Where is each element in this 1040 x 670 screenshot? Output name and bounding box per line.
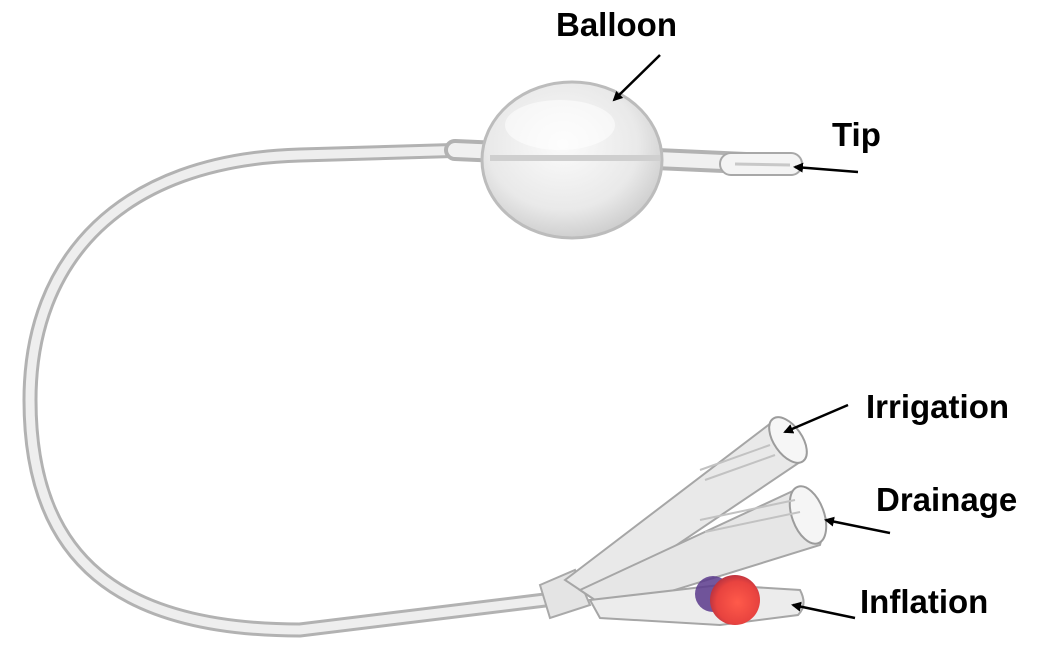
- balloon-arrow: [614, 55, 660, 100]
- catheter-tube-highlight: [30, 150, 545, 630]
- irrigation-arrow: [785, 405, 848, 432]
- inflation-arrow: [793, 605, 855, 618]
- drainage-label: Drainage: [876, 483, 1017, 516]
- irrigation-label: Irrigation: [866, 390, 1009, 423]
- tip-label: Tip: [832, 118, 881, 151]
- balloon-label: Balloon: [556, 8, 677, 41]
- inflation-valve: [710, 575, 760, 625]
- tip-arrow: [795, 167, 858, 172]
- inflation-label: Inflation: [860, 585, 988, 618]
- drainage-arrow: [826, 520, 890, 533]
